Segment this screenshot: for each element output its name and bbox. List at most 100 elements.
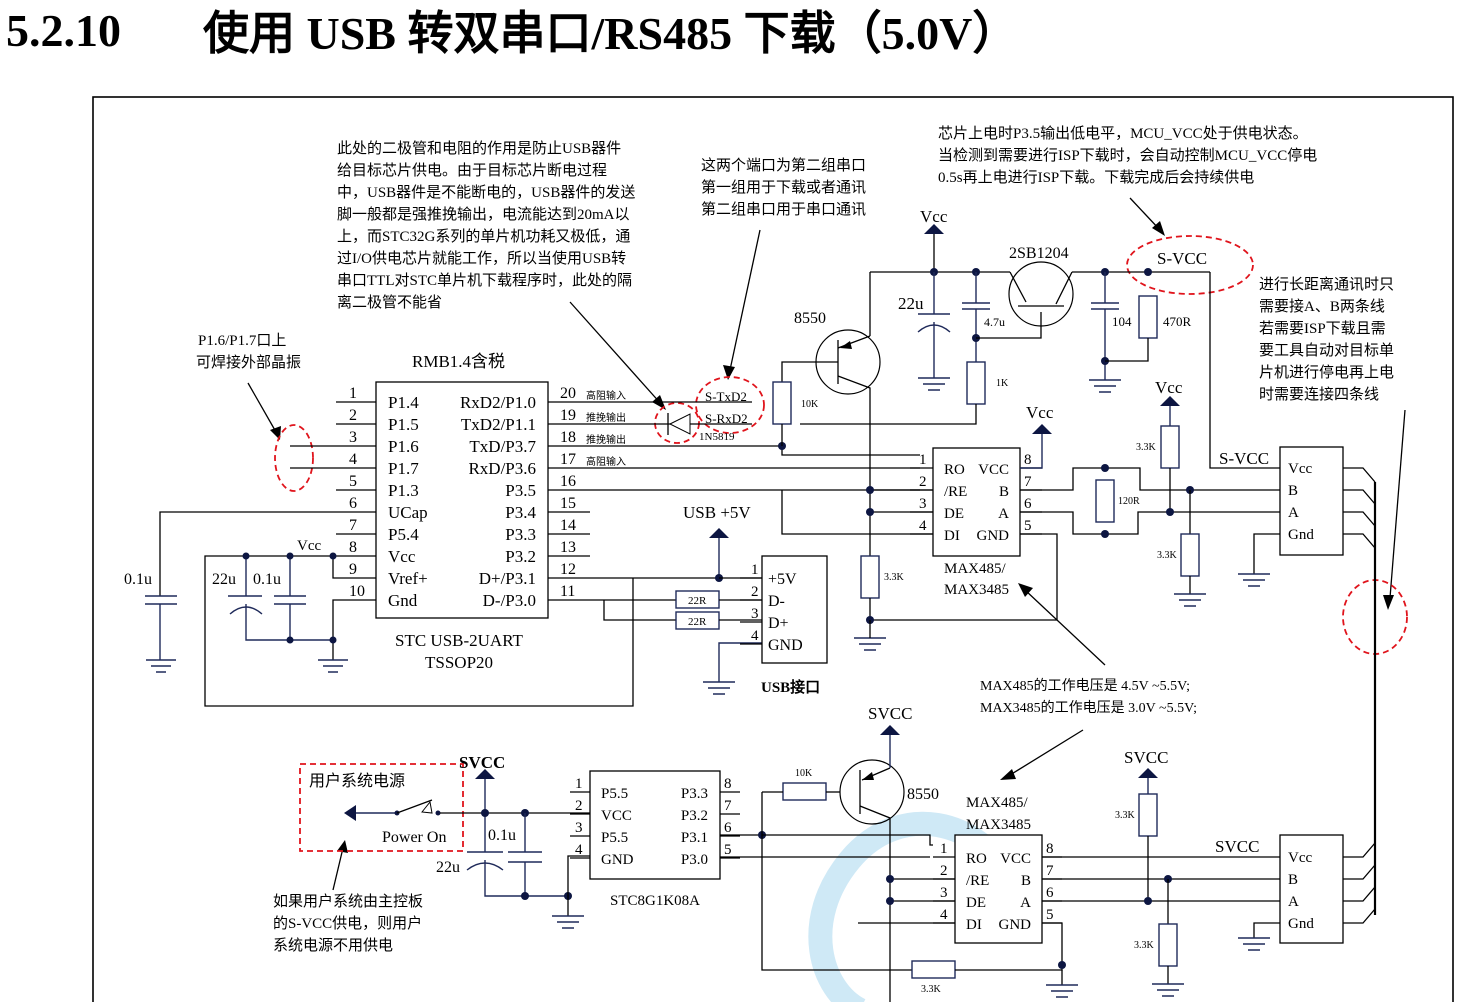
highlight-markers bbox=[274, 235, 1408, 852]
svg-text:Vcc: Vcc bbox=[1155, 378, 1183, 397]
pin-name: A bbox=[1020, 895, 1031, 911]
s-rxd2-label: S-RxD2 bbox=[705, 411, 748, 426]
pin-name: RxD/P3.6 bbox=[468, 459, 536, 478]
pin-name: P3.3 bbox=[505, 525, 536, 544]
svg-text:22R: 22R bbox=[688, 595, 707, 607]
pin-name: P3.0 bbox=[681, 852, 708, 868]
diode-highlight bbox=[654, 402, 700, 444]
isolation-diode: 1N5819 S-TxD2 S-RxD2 bbox=[590, 389, 752, 443]
svg-text:过I/O供电芯片就能工作，所以当使用USB转: 过I/O供电芯片就能工作，所以当使用USB转 bbox=[337, 250, 626, 267]
pin-number: 3 bbox=[919, 496, 927, 512]
svg-text:0.1u: 0.1u bbox=[253, 571, 281, 588]
pin-name: TxD2/P1.1 bbox=[461, 415, 536, 434]
pin-name: Gnd bbox=[388, 591, 418, 610]
port-note: 这两个端口为第二组串口 第一组用于下载或者通讯 第二组串口用于串口通讯 bbox=[701, 156, 866, 218]
pin-number: 4 bbox=[940, 907, 948, 923]
pin-number: 5 bbox=[724, 842, 732, 858]
pin-name: B bbox=[1021, 873, 1031, 889]
svg-text:USB接口: USB接口 bbox=[761, 678, 820, 696]
pin-number: 1 bbox=[349, 385, 357, 402]
pin-name: D+/P3.1 bbox=[479, 569, 536, 588]
crystal-note: P1.6/P1.7口上 可焊接外部晶振 bbox=[196, 332, 301, 371]
pin-name: DE bbox=[944, 506, 964, 522]
svg-text:A: A bbox=[1288, 505, 1299, 521]
svg-text:当检测到需要进行ISP下载时，会自动控制MCU_VCC停电: 当检测到需要进行ISP下载时，会自动控制MCU_VCC停电 bbox=[938, 147, 1317, 164]
pin-name: +5V bbox=[768, 571, 797, 588]
pin-number: 7 bbox=[349, 517, 357, 534]
svg-text:MAX3485: MAX3485 bbox=[944, 582, 1009, 598]
svg-text:MAX485的工作电压是 4.5V ~5.5V;: MAX485的工作电压是 4.5V ~5.5V; bbox=[980, 678, 1190, 694]
svg-text:104: 104 bbox=[1112, 314, 1132, 329]
svg-text:MAX485/: MAX485/ bbox=[966, 795, 1029, 811]
pin-name: UCap bbox=[388, 503, 428, 522]
pin-number: 6 bbox=[724, 820, 732, 836]
svg-text:10K: 10K bbox=[795, 768, 813, 779]
pin-name: RO bbox=[966, 851, 987, 867]
svg-text:B: B bbox=[1288, 483, 1298, 499]
max485-lower: MAX485/ MAX3485 1RO2/RE3DE4DI8VCC7B6A5GN… bbox=[858, 748, 1280, 998]
svg-text:SVCC: SVCC bbox=[459, 753, 505, 772]
svcc-highlight bbox=[1126, 235, 1254, 295]
svg-text:3.3K: 3.3K bbox=[1157, 550, 1178, 561]
pin-number: 8 bbox=[724, 776, 732, 792]
svg-text:Vcc: Vcc bbox=[297, 538, 321, 554]
pin-name: D-/P3.0 bbox=[483, 591, 536, 610]
pin-mode: 推挽输出 bbox=[586, 411, 626, 424]
pin-number: 14 bbox=[560, 517, 576, 534]
pin-number: 4 bbox=[575, 842, 583, 858]
user-power-switch: 用户系统电源 Power On SVCC 0.1u 22u bbox=[309, 753, 590, 929]
svg-text:SVCC: SVCC bbox=[1124, 748, 1168, 767]
svg-text:3.3K: 3.3K bbox=[1134, 940, 1155, 951]
pin-number: 19 bbox=[560, 407, 576, 424]
svg-text:0.1u: 0.1u bbox=[488, 827, 516, 844]
pin-name: P5.5 bbox=[601, 830, 628, 846]
pin-name: RO bbox=[944, 462, 965, 478]
svg-text:脚一般都是强推挽输出，电流能达到20mA以: 脚一般都是强推挽输出，电流能达到20mA以 bbox=[337, 206, 630, 223]
pin-number: 12 bbox=[560, 561, 576, 578]
pin-name: GND bbox=[977, 528, 1010, 544]
pin-number: 7 bbox=[1024, 474, 1032, 490]
pin-number: 2 bbox=[940, 863, 948, 879]
pin-number: 2 bbox=[751, 584, 759, 600]
pin-name: P3.2 bbox=[505, 547, 536, 566]
pin-name: P1.3 bbox=[388, 481, 419, 500]
pin-name: /RE bbox=[966, 873, 989, 889]
svg-text:1K: 1K bbox=[996, 378, 1009, 389]
pin-name: Vref+ bbox=[388, 569, 428, 588]
pin-number: 5 bbox=[1046, 907, 1054, 923]
svg-text:MAX485/: MAX485/ bbox=[944, 561, 1007, 577]
user-power-highlight bbox=[299, 763, 464, 852]
diode-note: 此处的二极管和电阻的作用是防止USB器件 给目标芯片供电。由于目标芯片断电过程 … bbox=[337, 140, 635, 311]
svg-text:22R: 22R bbox=[688, 616, 707, 628]
pin-name: DE bbox=[966, 895, 986, 911]
svg-text:22u: 22u bbox=[898, 294, 924, 313]
pin-number: 20 bbox=[560, 385, 576, 402]
pin-number: 2 bbox=[919, 474, 927, 490]
pin-name: DI bbox=[944, 528, 960, 544]
svg-text:3.3K: 3.3K bbox=[921, 984, 942, 995]
pin-name: P5.5 bbox=[601, 786, 628, 802]
svcc-net-label: S-VCC bbox=[1157, 249, 1207, 268]
port-highlight bbox=[695, 376, 765, 434]
pin-number: 7 bbox=[1046, 863, 1054, 879]
diagram-frame bbox=[92, 96, 1454, 1002]
pin-number: 8 bbox=[349, 539, 357, 556]
pin-name: P5.4 bbox=[388, 525, 419, 544]
svg-text:进行长距离通讯时只: 进行长距离通讯时只 bbox=[1259, 276, 1394, 293]
svg-text:第一组用于下载或者通讯: 第一组用于下载或者通讯 bbox=[701, 178, 866, 196]
svg-text:MAX3485: MAX3485 bbox=[966, 817, 1031, 833]
svg-text:这两个端口为第二组串口: 这两个端口为第二组串口 bbox=[701, 156, 866, 174]
svg-text:系统电源不用供电: 系统电源不用供电 bbox=[273, 937, 393, 954]
section-heading: 5.2.10 使用 USB 转双串口/RS485 下载（5.0V） bbox=[6, 0, 1018, 60]
pin-mode: 高阻输入 bbox=[586, 389, 626, 402]
user-power-note: 如果用户系统由主控板 的S-VCC供电，则用户 系统电源不用供电 bbox=[273, 892, 423, 954]
pin-name: P3.5 bbox=[505, 481, 536, 500]
pin-name: P3.2 bbox=[681, 808, 708, 824]
pin-name: D+ bbox=[768, 615, 789, 632]
pin-number: 6 bbox=[1046, 885, 1054, 901]
svg-text:B: B bbox=[1288, 872, 1298, 888]
pin-name: P1.5 bbox=[388, 415, 419, 434]
svg-text:0.1u: 0.1u bbox=[124, 571, 152, 588]
